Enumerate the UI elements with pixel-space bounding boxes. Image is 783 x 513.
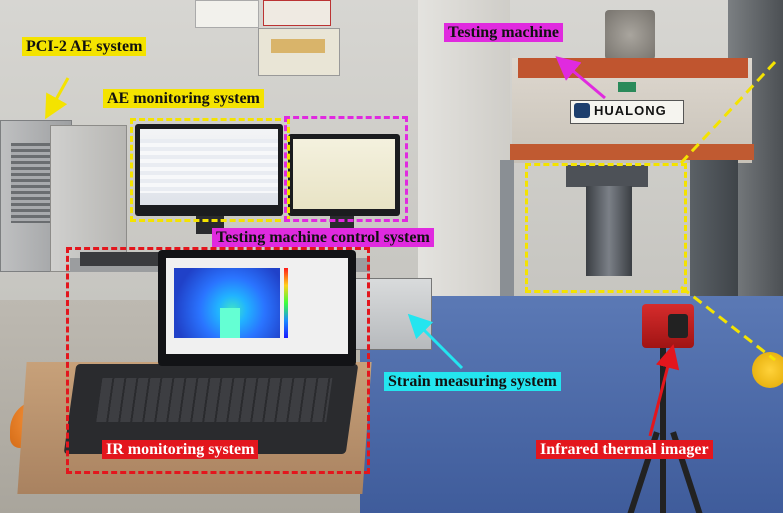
ae-monitor-screen [135,124,283,216]
wall-notice [195,0,259,28]
label-pci2-ae-system: PCI-2 AE system [22,37,147,56]
yellow-handwheel [752,352,783,388]
label-strain-measuring-system: Strain measuring system [384,372,561,391]
arrow-strain [407,313,464,370]
ae-monitor-box [130,118,290,222]
thermal-image [174,268,280,338]
machine-logo-mark [618,82,636,92]
label-testing-machine-control-system: Testing machine control system [212,228,434,247]
arrow-machine [555,56,606,100]
specimen-box [525,163,687,293]
control-display [293,139,395,209]
brand-logo-icon [574,103,590,118]
tripod-leg [660,345,666,513]
rock-specimen [586,186,632,276]
ir-software-display [166,258,348,354]
ir-monitor-box [66,247,370,474]
machine-ram [605,10,655,60]
arrow-thermal [648,344,680,437]
machine-column [690,160,738,300]
control-system-box [284,116,408,222]
laptop-screen [158,250,356,366]
wall-pillar [418,0,510,300]
infrared-camera [642,304,694,348]
label-infrared-thermal-imager: Infrared thermal imager [536,440,713,459]
desk-keyboard [80,252,180,266]
zoom-line-bottom [680,285,776,362]
control-monitor-screen [288,134,400,216]
machine-column [500,160,514,300]
loading-platen [566,165,648,187]
power-socket [258,28,340,76]
wall-notice [263,0,331,26]
thermal-color-scale [284,268,288,338]
label-testing-machine: Testing machine [444,23,563,42]
label-ir-monitoring-system: IR monitoring system [102,440,259,459]
label-ae-monitoring-system: AE monitoring system [103,89,264,108]
ae-display [140,129,278,205]
arrow-pci2 [45,77,70,120]
zoom-line-top [679,60,777,165]
brand-plate-text: HUALONG [594,103,667,118]
